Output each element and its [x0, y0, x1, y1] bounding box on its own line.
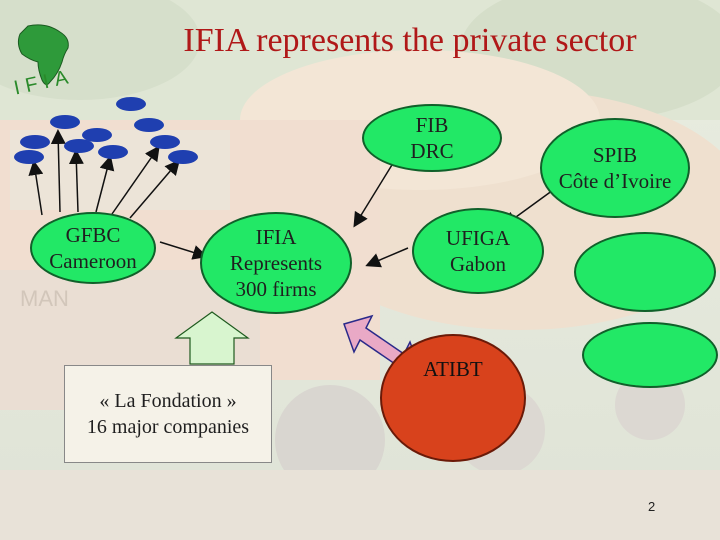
- ufiga-label: UFIGA Gabon: [445, 225, 511, 276]
- ufiga-node: UFIGA Gabon: [412, 208, 544, 294]
- small-oval: [64, 139, 94, 153]
- page-number: 2: [648, 499, 656, 514]
- gfbc-node: GFBC Cameroon: [30, 212, 156, 284]
- slide-title: IFIA represents the private sector: [183, 22, 637, 59]
- arrow-line: [111, 145, 160, 215]
- small-oval: [50, 115, 80, 129]
- fondation-box: « La Fondation » 16 major companies: [64, 365, 272, 463]
- arrow-line: [50, 129, 66, 213]
- fondation-label: « La Fondation » 16 major companies: [86, 390, 250, 438]
- small-oval: [82, 128, 112, 142]
- small-oval: [20, 135, 50, 149]
- small-oval: [168, 150, 198, 164]
- ifia-label: IFIA Represents 300 firms: [229, 224, 323, 302]
- arrow-line: [129, 159, 180, 219]
- small-oval: [14, 150, 44, 164]
- fib-drc-node: FIB DRC: [362, 104, 502, 172]
- fib-drc-label: FIB DRC: [410, 112, 454, 163]
- africa-logo-icon: [17, 24, 69, 86]
- arrow-line: [68, 149, 84, 213]
- blank-node-1: [574, 232, 716, 312]
- small-oval: [98, 145, 128, 159]
- ifia-node: IFIA Represents 300 firms: [200, 212, 352, 314]
- small-oval: [150, 135, 180, 149]
- arrow-line: [353, 159, 396, 228]
- atibt-label: ATIBT: [423, 356, 483, 381]
- gfbc-label: GFBC Cameroon: [49, 222, 137, 273]
- spib-node: SPIB Côte d’Ivoire: [540, 118, 690, 218]
- svg-text:MAN: MAN: [20, 286, 69, 311]
- arrow-line: [28, 160, 44, 216]
- small-oval: [116, 97, 146, 111]
- arrow-line: [95, 155, 115, 213]
- atibt-node: ATIBT: [380, 334, 526, 462]
- arrow-line: [365, 247, 409, 268]
- fondation-arrow: [174, 311, 250, 365]
- spib-label: SPIB Côte d’Ivoire: [558, 142, 672, 193]
- arrow-line: [159, 241, 208, 260]
- small-oval: [134, 118, 164, 132]
- blank-node-2: [582, 322, 718, 388]
